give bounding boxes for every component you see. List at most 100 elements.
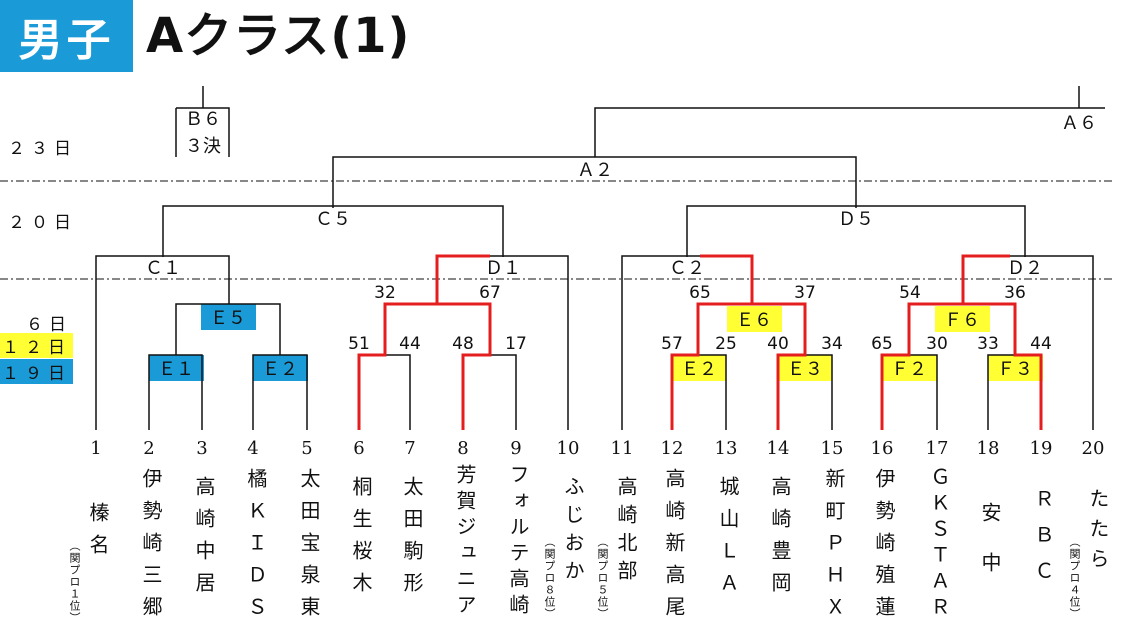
winner-path [357,254,490,430]
team-number: 4 [247,438,259,459]
team-number: 9 [510,438,522,459]
bracket-line [987,354,1015,430]
match-label-f3: Ｆ３ [997,359,1033,380]
bracket-line [385,354,411,430]
box-e2-blue [253,355,308,381]
team-name: フォルテ高崎 [506,464,530,620]
match-label-f2: Ｆ２ [891,359,927,380]
score: 32 [374,283,396,303]
team-note: （関プロ５位） [596,536,609,620]
score: 33 [977,334,999,354]
box-e1 [149,355,204,381]
bracket-line [175,303,281,355]
team-number: 6 [353,438,365,459]
match-label-e2: Ｅ２ [262,359,298,380]
score: 44 [399,334,421,354]
match-label-e2-yellow: Ｅ２ [681,359,717,380]
match-label-d2: Ｄ２ [1007,258,1043,279]
match-label-c2: Ｃ２ [669,258,705,279]
score: 65 [689,283,711,303]
team-name: 桐生桜木 [349,476,373,604]
score: 44 [1030,334,1052,354]
score: 48 [452,334,474,354]
team-number: 15 [820,438,844,459]
bracket-line [148,354,203,430]
team-name: ふじおか [561,476,585,588]
team-name: たたら [1086,488,1110,578]
team-number: 19 [1029,438,1053,459]
score: 25 [715,334,737,354]
box-f6 [935,306,990,332]
score: 34 [821,334,843,354]
match-label-3rd: ３決 [185,136,221,157]
bracket-line [490,354,517,430]
bracket-lines [95,86,1105,430]
day-label-6: ６日 [26,315,72,335]
team-name: 伊勢崎三郷 [139,468,163,628]
day-label-23: ２３日 [8,139,77,159]
team-name: 高崎豊岡 [768,476,792,604]
team-name: 橘ＫＩＤＳ [244,468,268,628]
page-title: Aクラス(1) [146,8,411,64]
team-name: 太田駒形 [400,476,424,604]
team-number: 2 [143,438,155,459]
team-name: 伊勢崎殖蓮 [872,468,896,628]
team-number: 1 [90,438,102,459]
score: 40 [767,334,789,354]
team-name: 高崎新高尾 [662,468,686,628]
score: 36 [1004,283,1026,303]
bracket-line [594,107,1105,157]
team-name: 高崎北部 [614,476,638,588]
team-note: （関プロ１位） [68,540,81,624]
team-number: 20 [1081,438,1105,459]
team-number: 16 [870,438,894,459]
team-number: 18 [976,438,1000,459]
match-label-d5: Ｄ５ [838,209,874,230]
team-name: 安中 [978,502,1002,602]
box-f3 [988,355,1043,381]
score: 51 [348,334,370,354]
match-label-d1: Ｄ１ [485,258,521,279]
match-label-e1: Ｅ１ [158,359,194,380]
bracket-line [95,255,230,430]
match-labels: Ｂ６ ３決 Ａ６ Ａ２ Ｃ５ Ｄ５ Ｃ１ Ｄ１ Ｃ２ Ｄ２ Ｅ５ Ｅ１ Ｅ２ Ｅ… [145,109,1097,380]
score: 54 [899,283,921,303]
bracket-line [909,354,938,430]
score: 37 [794,283,816,303]
score: 67 [479,283,501,303]
bracket-line [162,205,504,257]
winner-path [880,254,1010,430]
winner-path [752,302,807,430]
match-label-f6: Ｆ６ [944,310,980,331]
score: 30 [926,334,948,354]
winner-path [670,254,754,430]
gender-badge: 男子 [0,0,133,72]
team-number: 8 [457,438,469,459]
team-name: 新町ＰＨＸ [822,468,846,628]
winner-path [963,302,1043,430]
box-e6 [727,306,782,332]
match-label-c5: Ｃ５ [315,209,351,230]
score: 57 [661,334,683,354]
team-name: ＲＢＣ [1031,488,1055,596]
match-boxes [149,304,1043,381]
team-note: （関プロ４位） [1068,536,1081,620]
team-number: 13 [714,438,738,459]
team-number: 12 [660,438,684,459]
team-note: （関プロ８位） [543,536,556,620]
team-number: 3 [196,438,208,459]
team-name: ＧＫＳＴＡＲ [927,466,951,622]
match-label-e5: Ｅ５ [210,308,246,329]
team-number: 5 [301,438,313,459]
match-label-c1: Ｃ１ [145,258,181,279]
day-separators [0,180,1115,280]
score: 65 [871,334,893,354]
bracket-line [176,107,230,157]
team-name: 城山ＬＡ [716,476,740,604]
team-number: 10 [556,438,580,459]
scores: 32 67 51 44 48 17 65 37 57 25 40 34 54 3… [348,283,1052,354]
bracket-line [698,354,727,430]
score: 17 [505,334,527,354]
match-label-a6: Ａ６ [1061,113,1097,134]
